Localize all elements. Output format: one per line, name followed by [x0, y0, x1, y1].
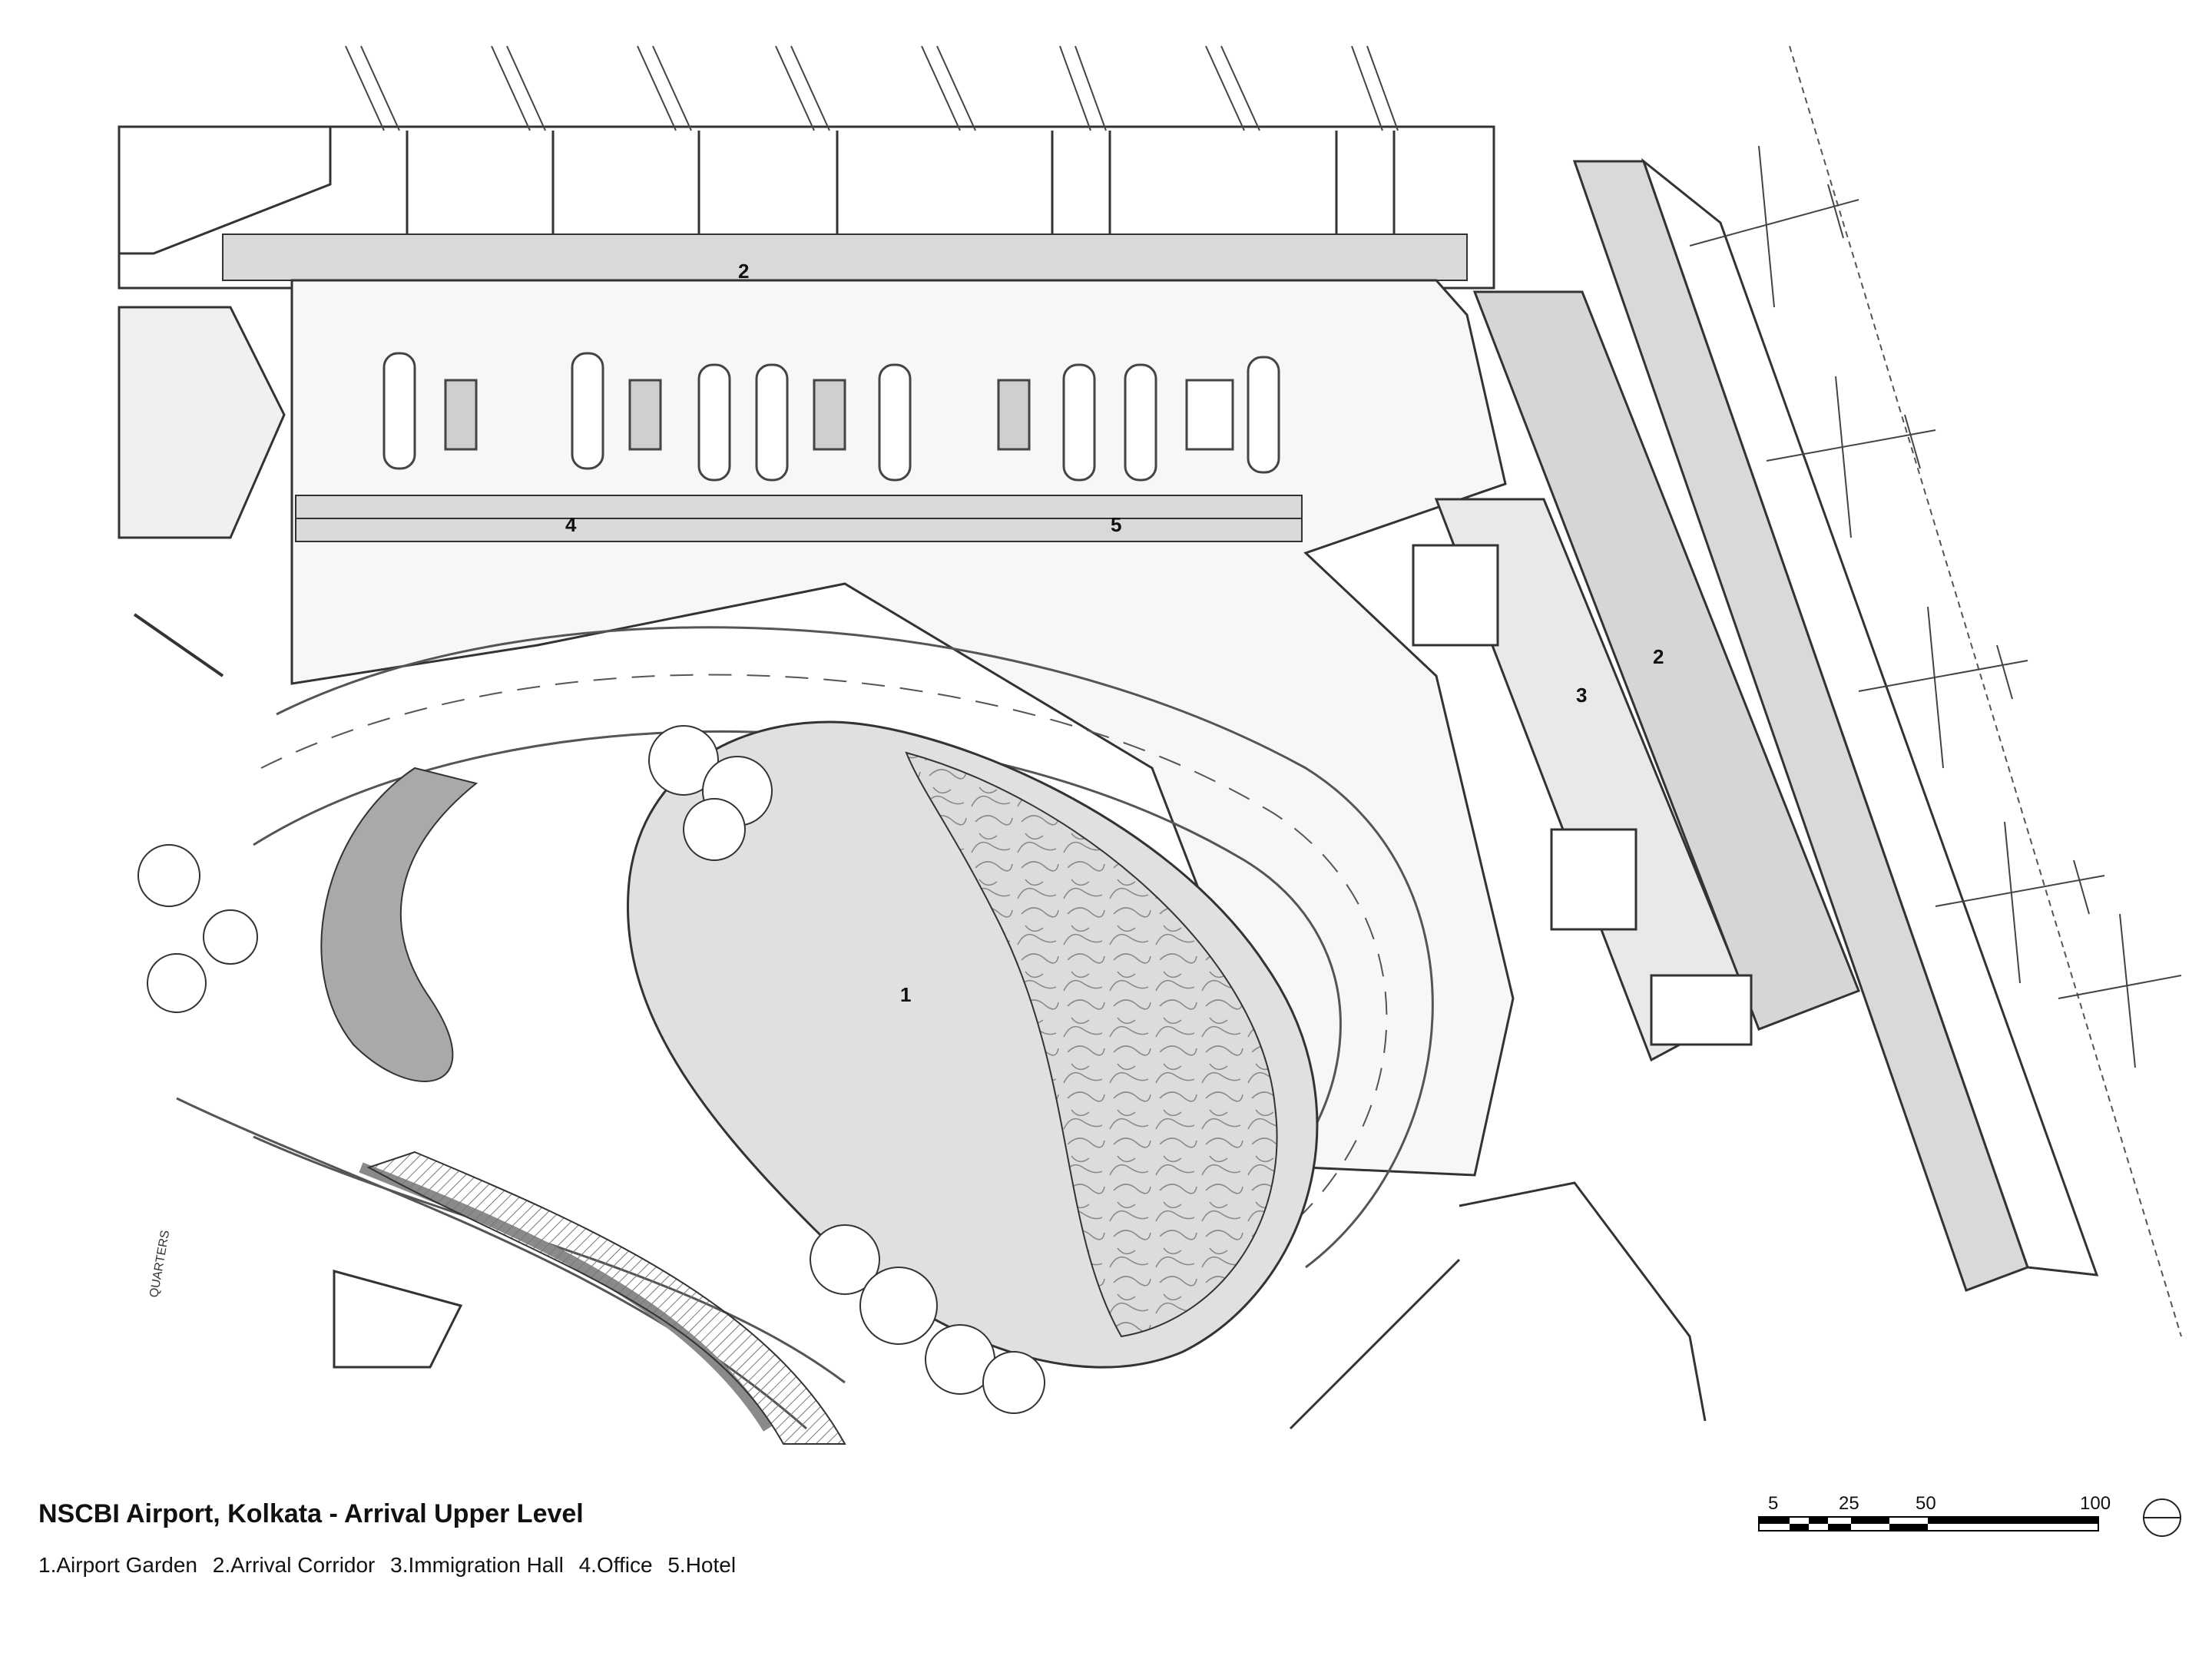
- legend-item-arrival-corridor: 2.Arrival Corridor: [212, 1553, 376, 1577]
- terminal-hall: [290, 279, 1515, 1177]
- legend-item-hotel: 5.Hotel: [667, 1553, 737, 1577]
- baggage-carousels: [382, 352, 1280, 482]
- parking-block: [333, 1181, 1707, 1430]
- legend-item-garden: 1.Airport Garden: [38, 1553, 197, 1577]
- north-pier: [118, 45, 1495, 290]
- immigration-wing: [1412, 290, 1860, 1062]
- label-office: 4: [565, 513, 577, 536]
- label-quarters: QUARTERS: [147, 1229, 172, 1298]
- garden-trees: [137, 725, 1045, 1414]
- east-pier: [1572, 45, 2182, 1337]
- legend: 1.Airport Garden 2.Arrival Corridor 3.Im…: [38, 1553, 745, 1578]
- scale-tick-100: 100: [2080, 1493, 2111, 1514]
- scale-bar: 5 25 50 100: [1758, 1493, 2111, 1532]
- aircraft: [1689, 145, 2182, 1068]
- label-hotel: 5: [1111, 513, 1121, 536]
- legend-item-office: 4.Office: [578, 1553, 653, 1577]
- scale-tick-25: 25: [1839, 1493, 1859, 1514]
- scale-tick-50: 50: [1916, 1493, 1936, 1514]
- label-garden: 1: [900, 983, 911, 1006]
- legend-item-immigration-hall: 3.Immigration Hall: [390, 1553, 564, 1577]
- gate-bays: [406, 131, 1396, 234]
- boarding-bridges: [345, 45, 1399, 131]
- label-corridor-right: 2: [1653, 645, 1664, 668]
- north-arrow-icon: [2143, 1498, 2181, 1537]
- airport-garden: [137, 720, 1319, 1445]
- page-title: NSCBI Airport, Kolkata - Arrival Upper L…: [38, 1499, 584, 1528]
- left-wing: [118, 125, 332, 677]
- label-immigration: 3: [1576, 684, 1587, 707]
- scale-tick-5: 5: [1768, 1493, 1778, 1514]
- label-corridor-top: 2: [738, 260, 749, 283]
